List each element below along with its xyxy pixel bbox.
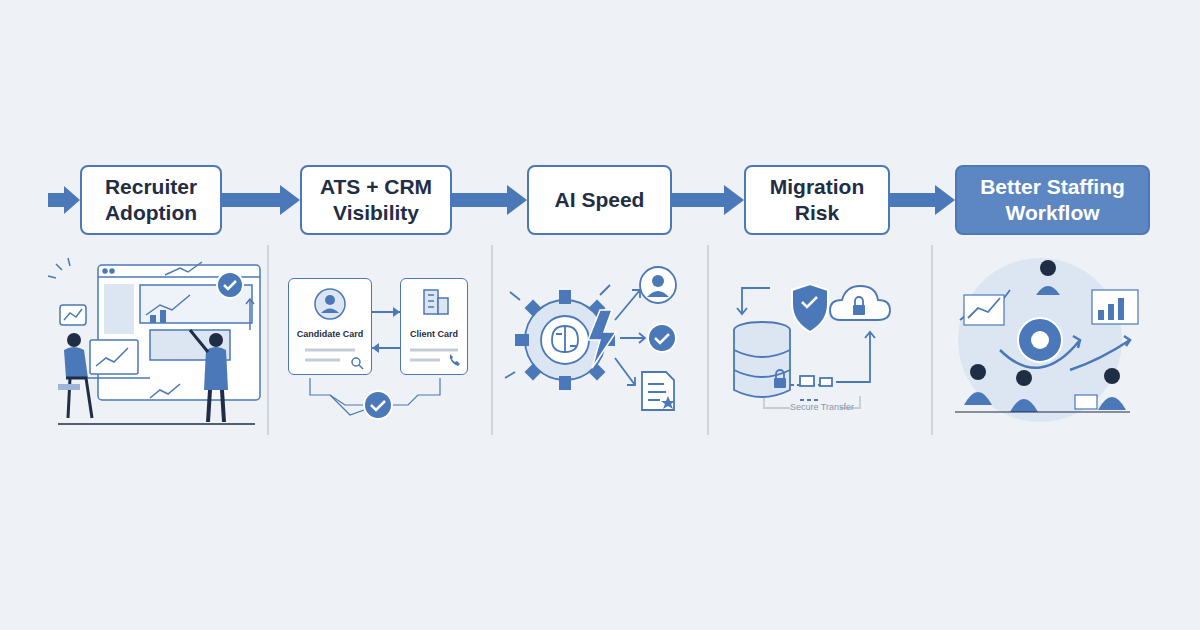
flow-arrow (890, 185, 955, 215)
record-card: Candidate Card (288, 278, 372, 375)
note-label: Secure Transfer (790, 402, 854, 412)
node-label: ATS + CRM Visibility (310, 174, 442, 226)
workflow-illustration (955, 258, 1138, 422)
process-box: ATS + CRM Visibility (300, 165, 452, 235)
node-label: AI Speed (555, 187, 645, 213)
node-label: Migration Risk (754, 174, 880, 226)
flow-arrow (672, 185, 744, 215)
process-box: Recruiter Adoption (80, 165, 222, 235)
node-label: Candidate Card (289, 329, 371, 340)
migration-illustration (734, 284, 890, 408)
node-label: Better Staffing Workflow (965, 174, 1140, 226)
adoption-illustration (48, 258, 260, 424)
flow-arrow (372, 343, 400, 353)
ai-illustration (505, 267, 676, 410)
process-box: Migration Risk (744, 165, 890, 235)
separator (268, 245, 932, 435)
entry-arrow (48, 186, 80, 214)
node-label: Recruiter Adoption (90, 174, 212, 226)
node-label: Client Card (401, 329, 467, 340)
record-card: Client Card (400, 278, 468, 375)
flow-arrow (222, 185, 300, 215)
visibility-illustration (310, 378, 440, 419)
flow-arrow (372, 307, 400, 317)
process-box: AI Speed (527, 165, 672, 235)
process-box: Better Staffing Workflow (955, 165, 1150, 235)
flow-arrow (452, 185, 527, 215)
